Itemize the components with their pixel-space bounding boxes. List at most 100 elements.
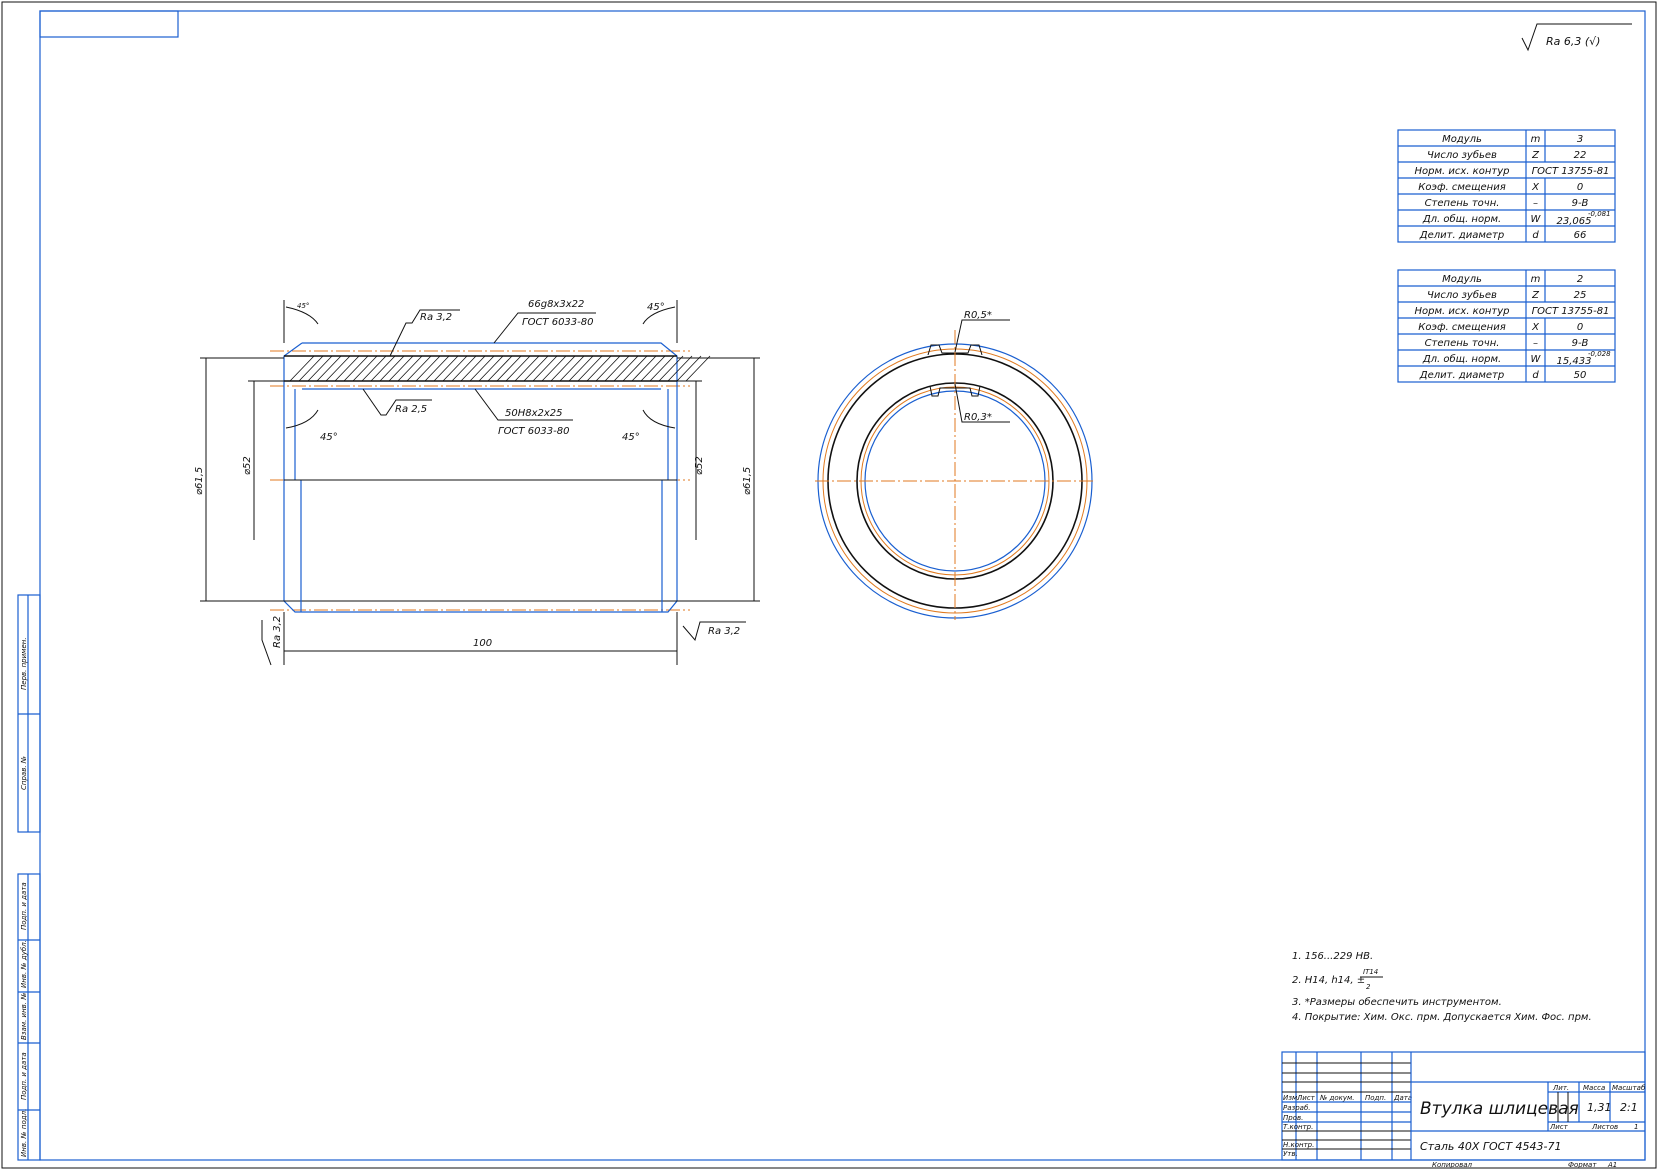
hatch-line — [451, 355, 477, 382]
copied-label: Копировал — [1432, 1161, 1473, 1169]
side-view: ⌀61,5 ⌀52 ⌀52 ⌀61,5 100 45° 45° 45° 45° … — [194, 299, 760, 666]
param-symbol: X — [1531, 182, 1540, 193]
strip-label: Инв. № подл. — [20, 1109, 28, 1157]
hatch-line — [604, 355, 630, 382]
radius-label: R0,3* — [964, 412, 992, 423]
hatch-line — [685, 355, 711, 382]
hatch-line — [442, 355, 468, 382]
param-symbol: – — [1533, 198, 1538, 209]
dim-bore-left: ⌀52 — [242, 456, 253, 475]
hatch-line — [289, 355, 315, 382]
hatch-line — [370, 355, 396, 382]
hatch-line — [676, 355, 702, 382]
roughness-label: Ra 2,5 — [395, 404, 427, 415]
roughness-text: Ra 6,3 (√) — [1546, 35, 1600, 48]
hatch-line — [586, 355, 612, 382]
strip-label: Перв. примен. — [20, 637, 28, 690]
param-tolerance: -0,081 — [1588, 210, 1611, 218]
param-symbol: d — [1532, 370, 1539, 381]
material: Сталь 40Х ГОСТ 4543-71 — [1420, 1140, 1562, 1153]
hatch-line — [325, 355, 351, 382]
hatch-line — [433, 355, 459, 382]
hatch-line — [514, 355, 540, 382]
param-symbol: Z — [1531, 290, 1540, 301]
strip-label: Подп. и дата — [20, 882, 28, 930]
param-label: Норм. исх. контур — [1415, 166, 1510, 177]
outer-spline-gost: ГОСТ 6033-80 — [522, 317, 594, 328]
part-title: Втулка шлицевая — [1420, 1099, 1579, 1119]
hatch-line — [388, 355, 414, 382]
hatch-line — [478, 355, 504, 382]
chamfer-label: 45° — [320, 432, 338, 443]
hatch-line — [631, 355, 657, 382]
col-header: Дата — [1393, 1094, 1412, 1102]
param-tolerance: -0,028 — [1588, 350, 1611, 358]
param-value: 22 — [1574, 150, 1587, 161]
param-label: Степень точн. — [1425, 338, 1500, 349]
hatch-line — [649, 355, 675, 382]
sheet-label: Лист — [1549, 1123, 1569, 1131]
lit-label: Лит. — [1552, 1084, 1569, 1092]
inner-spline-spec: 50H8x2x25 — [505, 408, 563, 419]
radius-label: R0,5* — [964, 310, 992, 321]
param-value: 9-В — [1572, 338, 1589, 349]
role-label: Утв. — [1283, 1150, 1298, 1158]
roughness-label: Ra 3,2 — [420, 312, 452, 323]
top-left-box — [39, 10, 179, 38]
hatch-line — [640, 355, 666, 382]
hatch-line — [568, 355, 594, 382]
technical-notes: 1. 156...229 HB. 2. H14, h14, ± IT14 2 3… — [1292, 951, 1592, 1023]
param-symbol: Z — [1531, 150, 1540, 161]
sheets-label: Листов — [1591, 1123, 1618, 1131]
param-value: 25 — [1574, 290, 1587, 301]
mass-value: 1,31 — [1587, 1101, 1612, 1114]
format-label: Формат — [1568, 1161, 1597, 1169]
param-value: 15,433 — [1557, 356, 1592, 367]
param-label: Модуль — [1442, 134, 1482, 145]
gear-table — [1397, 269, 1616, 383]
param-value: ГОСТ 13755-81 — [1532, 306, 1610, 317]
dim-length: 100 — [473, 638, 492, 649]
dim-outer-right: ⌀61,5 — [742, 467, 753, 495]
hatch-line — [550, 355, 576, 382]
roughness-label: Ra 3,2 — [708, 626, 740, 637]
hatch-line — [622, 355, 648, 382]
param-value: ГОСТ 13755-81 — [1532, 166, 1610, 177]
hatch-line — [595, 355, 621, 382]
param-value: 23,065 — [1557, 216, 1592, 227]
param-label: Коэф. смещения — [1418, 182, 1505, 193]
scale-label: Масштаб — [1612, 1084, 1646, 1092]
note-2-denominator: 2 — [1366, 983, 1371, 991]
hatch-line — [658, 355, 684, 382]
hatch-line — [316, 355, 342, 382]
hatch-line — [334, 355, 360, 382]
strip-label: Подп. и дата — [20, 1052, 28, 1100]
param-symbol: m — [1531, 274, 1541, 285]
param-symbol: m — [1531, 134, 1541, 145]
dim-bore-right: ⌀52 — [694, 456, 705, 475]
chamfer-label: 45° — [297, 302, 309, 310]
note-1: 1. 156...229 HB. — [1292, 951, 1373, 962]
role-label: Н.контр. — [1283, 1141, 1314, 1149]
param-symbol: X — [1531, 322, 1540, 333]
outer-spline-spec: 66g8x3x22 — [528, 299, 584, 310]
param-value: 66 — [1574, 230, 1587, 241]
hatch-line — [523, 355, 549, 382]
hatch-line — [667, 355, 693, 382]
param-symbol: d — [1532, 230, 1539, 241]
section-hatch — [289, 355, 711, 382]
param-symbol: – — [1533, 338, 1538, 349]
hatch-line — [559, 355, 585, 382]
param-symbol: W — [1531, 354, 1542, 365]
strip-label: Инв. № дубл. — [20, 940, 28, 988]
hatch-line — [460, 355, 486, 382]
hatch-line — [352, 355, 378, 382]
format-value: A1 — [1607, 1161, 1617, 1169]
drawing-frame — [39, 10, 1646, 1161]
note-2: 2. H14, h14, ± — [1292, 975, 1365, 986]
hatch-line — [415, 355, 441, 382]
